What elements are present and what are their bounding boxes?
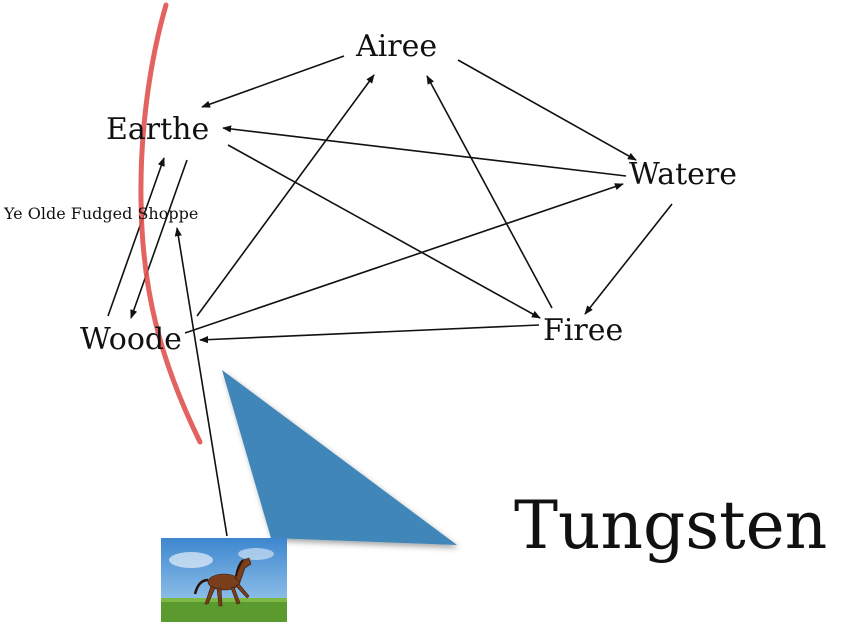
- arrow-firee-to-airee: [426, 75, 553, 309]
- arrow-airee-to-watere: [457, 59, 637, 161]
- node-firee: Firee: [543, 313, 624, 348]
- arrow-watere-to-firee: [584, 203, 673, 315]
- arrow-airee-to-earthe: [201, 55, 345, 108]
- arrow-woode-to-earthe: [107, 157, 165, 317]
- arrow-firee-to-woode: [199, 324, 540, 344]
- tungsten-label: Tungsten: [514, 487, 828, 564]
- node-earthe: Earthe: [106, 112, 210, 147]
- node-watere: Watere: [629, 157, 738, 192]
- red-curve: [138, 2, 203, 445]
- arrow-woode-to-airee: [196, 74, 375, 317]
- arrow-earthe-to-woode: [130, 159, 188, 319]
- arrow-woode-to-watere: [184, 183, 624, 334]
- arrow-watere-to-earthe: [222, 125, 627, 177]
- arrow-earthe-to-firee: [227, 144, 541, 319]
- node-woode: Woode: [80, 322, 182, 357]
- horse-photo: [161, 538, 287, 622]
- arrow-horse-to-shoppe: [174, 227, 228, 537]
- node-airee: Airee: [356, 29, 438, 64]
- triangle-shape: [222, 370, 457, 545]
- node-shoppe: Ye Olde Fudged Shoppe: [4, 204, 199, 223]
